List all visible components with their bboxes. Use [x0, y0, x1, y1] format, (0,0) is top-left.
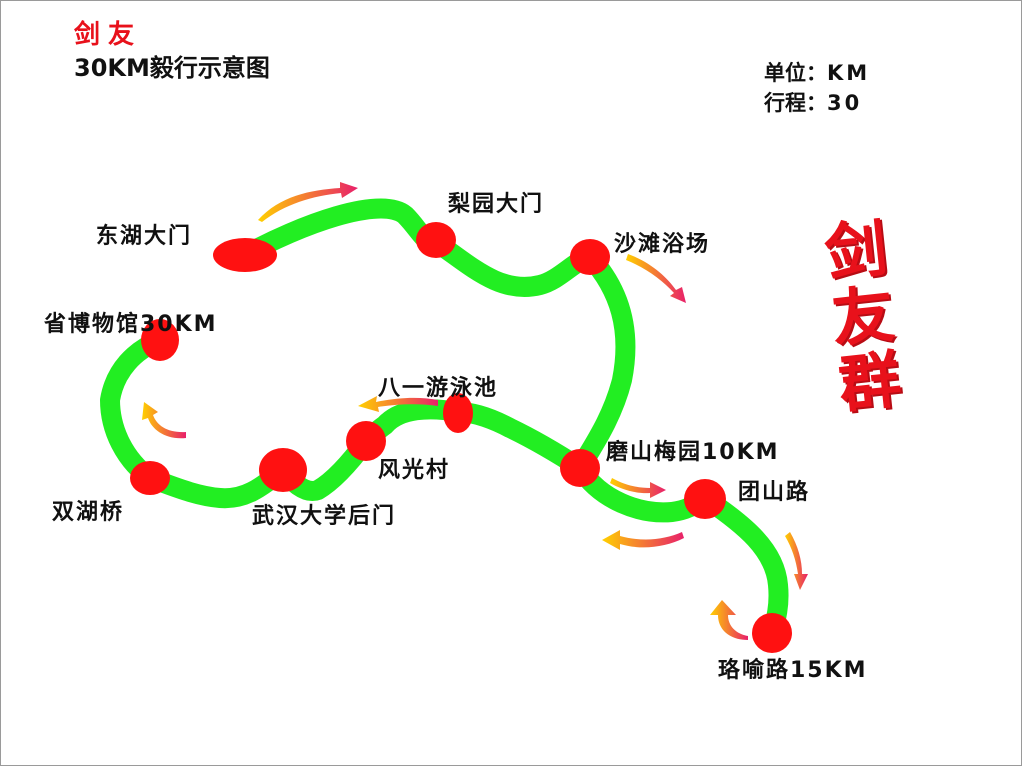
arrow-icon	[626, 254, 686, 303]
stop-label-provincial-museum: 省博物馆30KM	[44, 312, 218, 337]
arrow-icon	[142, 402, 186, 439]
stop-label-donghu-gate: 东湖大门	[96, 224, 193, 249]
brand-name: 剑友	[74, 20, 143, 50]
stop-marker-moshan-garden	[560, 449, 600, 487]
stop-marker-donghu-gate	[213, 238, 277, 272]
stop-marker-tuanshan-road	[684, 479, 726, 519]
stop-label-beach: 沙滩浴场	[614, 232, 711, 257]
stop-marker-beach	[570, 239, 610, 275]
brand-char: 剑	[821, 211, 891, 291]
stop-label-bayi-pool: 八一游泳池	[378, 376, 499, 401]
stop-label-luoyu-road: 珞喻路15KM	[718, 658, 868, 683]
legend-unit-label: 单位：	[764, 61, 827, 85]
arrow-icon	[610, 478, 666, 498]
stop-label-whu-backgate: 武汉大学后门	[252, 504, 397, 529]
stop-marker-whu-backgate	[259, 448, 307, 492]
brand-group-title: 剑 友 群	[798, 211, 928, 422]
stop-markers	[130, 222, 792, 653]
stop-label-tuanshan-road: 团山路	[738, 480, 811, 505]
arrow-icon	[602, 530, 684, 550]
arrow-icon	[710, 600, 748, 640]
map-title: 30KM毅行示意图	[74, 54, 270, 82]
arrow-icon	[258, 182, 358, 222]
stop-label-liyuan-gate: 梨园大门	[448, 192, 545, 217]
stop-marker-shuanghu-bridge	[130, 461, 170, 495]
stop-marker-provincial-museum	[141, 319, 179, 361]
legend-unit: 单位：KM	[764, 58, 870, 88]
legend-distance-value: 30	[827, 91, 863, 115]
stop-marker-liyuan-gate	[416, 222, 456, 258]
stop-label-shuanghu-bridge: 双湖桥	[52, 500, 125, 525]
legend-unit-value: KM	[827, 61, 871, 85]
brand-char: 友	[828, 276, 898, 357]
route-path	[100, 198, 636, 509]
arrow-icon	[785, 532, 808, 590]
stop-label-fengguang-village: 风光村	[378, 458, 451, 483]
map-legend: 单位：KM 行程：30	[764, 58, 870, 118]
stop-marker-luoyu-road	[752, 613, 792, 653]
stop-marker-fengguang-village	[346, 421, 386, 461]
stop-marker-bayi-pool	[443, 393, 473, 433]
legend-distance-label: 行程：	[764, 91, 827, 115]
arrow-icon	[358, 396, 438, 412]
direction-arrows	[142, 182, 808, 640]
stop-label-moshan-garden: 磨山梅园10KM	[606, 440, 780, 465]
legend-distance: 行程：30	[764, 88, 870, 118]
brand-char: 群	[835, 342, 905, 422]
